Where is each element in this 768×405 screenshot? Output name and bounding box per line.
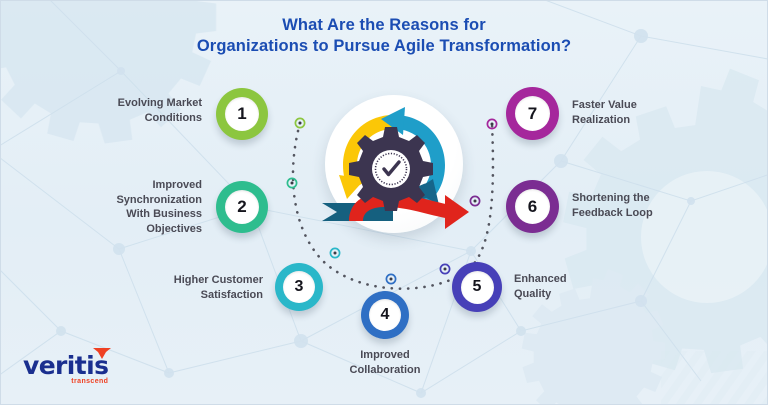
- logo-wordmark: veritis: [23, 351, 109, 380]
- node-3-number: 3: [283, 271, 315, 303]
- node-2-label: Improved Synchronization With Business O…: [116, 179, 202, 235]
- node-7-label: Faster Value Realization: [572, 99, 637, 126]
- node-2-ring[interactable]: 2: [216, 181, 268, 233]
- node-4-number: 4: [369, 299, 401, 331]
- node-4-ring[interactable]: 4: [361, 291, 409, 339]
- page-title: What Are the Reasons for Organizations t…: [1, 15, 767, 57]
- veritis-logo[interactable]: veritis transcend: [23, 348, 112, 385]
- node-1-number: 1: [225, 97, 259, 131]
- node-6-number: 6: [515, 189, 550, 224]
- node-5-ring[interactable]: 5: [452, 262, 502, 312]
- node-3-label: Higher Customer Satisfaction: [173, 274, 263, 301]
- node-4-label: Improved Collaboration: [349, 349, 421, 376]
- agile-cycle-graphic: [319, 93, 469, 243]
- arc-node-markers: [286, 117, 498, 285]
- node-5-number: 5: [460, 270, 494, 304]
- gear-icon: [349, 127, 433, 211]
- node-7-number: 7: [515, 96, 550, 131]
- title-line-2: Organizations to Pursue Agile Transforma…: [196, 37, 572, 55]
- node-2-number: 2: [225, 190, 259, 224]
- node-1-ring[interactable]: 1: [216, 88, 268, 140]
- node-6-ring[interactable]: 6: [506, 180, 559, 233]
- node-7-ring[interactable]: 7: [506, 87, 559, 140]
- node-3-ring[interactable]: 3: [275, 263, 323, 311]
- node-1-label: Evolving Market Conditions: [117, 97, 202, 124]
- node-5-label: Enhanced Quality: [514, 273, 567, 300]
- node-6-label: Shortening the Feedback Loop: [572, 192, 653, 219]
- red-arrow-icon: [349, 193, 469, 229]
- title-line-1: What Are the Reasons for: [282, 16, 486, 34]
- logo-bird-icon: [93, 348, 112, 359]
- logo-tagline: transcend: [71, 378, 109, 385]
